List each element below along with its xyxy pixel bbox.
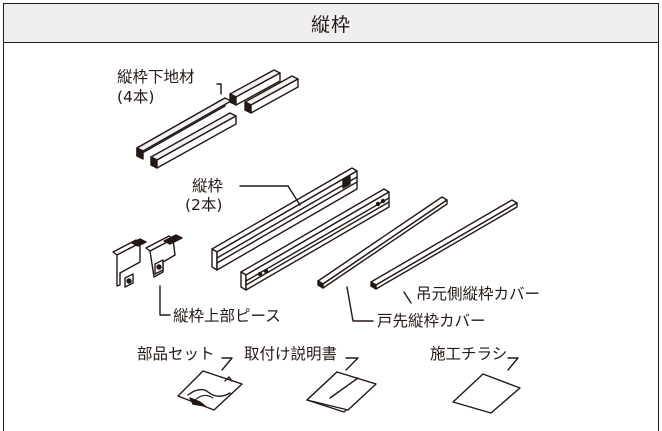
sub-frame-piece-2 — [150, 112, 237, 169]
leader-parts-set — [221, 357, 233, 371]
label-flyer: 施工チラシ — [430, 345, 508, 363]
leader-hinge-cover — [403, 291, 412, 304]
label-sub-frame: 縦枠下地材 — [117, 68, 195, 86]
label-frame-qty: (2本) — [185, 196, 223, 214]
frame-channel-1 — [211, 167, 358, 271]
sub-frame-piece-3 — [229, 69, 281, 106]
label-sub-frame-qty: (4本) — [117, 88, 155, 106]
leader-frame-2 — [287, 185, 301, 206]
leader-top-piece — [159, 285, 171, 316]
label-parts-set: 部品セット — [137, 345, 215, 363]
manual-booklet — [306, 371, 377, 413]
latch-side-cover — [317, 196, 448, 289]
top-piece-right — [145, 234, 183, 278]
section-title: 縦枠 — [310, 13, 351, 36]
top-piece-left — [112, 238, 147, 288]
label-latch-cover: 戸先縦枠カバー — [377, 312, 486, 330]
leader-manual — [345, 357, 359, 371]
sub-frame-piece-4 — [244, 75, 299, 114]
label-frame: 縦枠 — [192, 177, 224, 195]
section-header: 縦枠 — [4, 4, 658, 43]
hinge-side-cover — [370, 199, 518, 290]
frame-channel-2 — [240, 188, 390, 291]
label-hinge-cover: 吊元側縦枠カバー — [416, 285, 541, 303]
parts-set-bag — [177, 370, 243, 411]
label-manual: 取付け説明書 — [244, 345, 338, 363]
parts-sheet: 縦枠 — [3, 3, 659, 431]
flyer-sheet — [452, 373, 521, 414]
leader-flyer — [507, 357, 519, 371]
leader-latch-cover — [346, 286, 374, 322]
label-top-piece: 縦枠上部ピース — [173, 307, 281, 325]
